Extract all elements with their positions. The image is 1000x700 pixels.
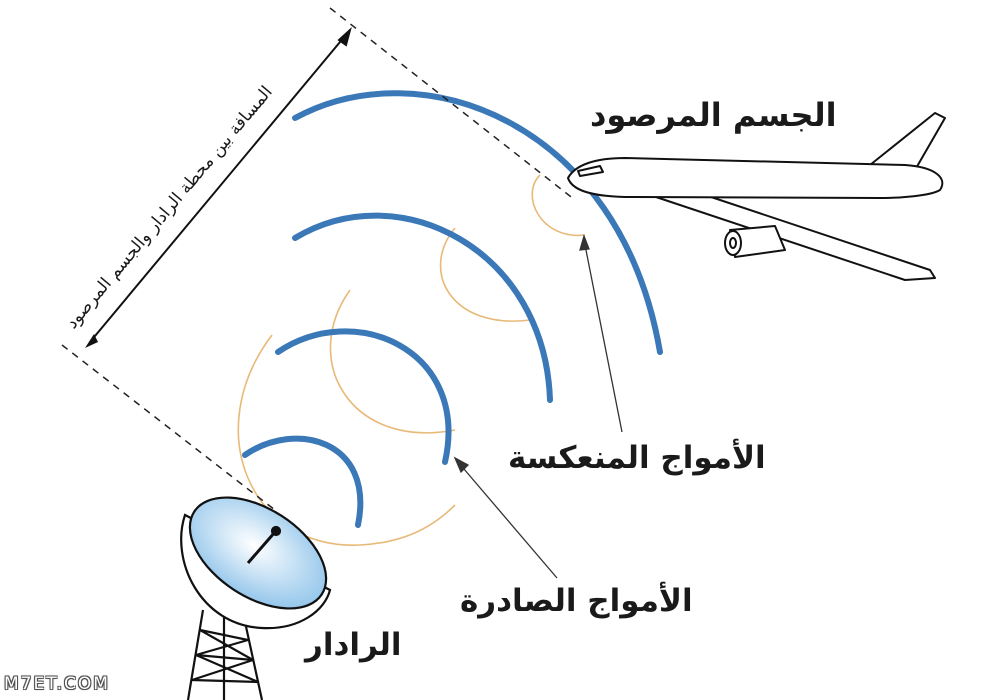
target-object-label: الجسم المرصود xyxy=(590,96,837,134)
airplane-wing xyxy=(649,189,936,281)
emitted-wave-4 xyxy=(242,435,364,528)
guide-left-dashed xyxy=(61,344,276,511)
distance-arrow xyxy=(85,26,352,348)
airplane-tail xyxy=(869,112,946,171)
radar-feed xyxy=(246,531,277,564)
emitted-waves xyxy=(242,90,663,528)
pointers xyxy=(453,233,623,579)
airplane-cockpit xyxy=(577,165,604,177)
distance-guides xyxy=(61,7,576,511)
reflected-wave-2 xyxy=(439,227,531,322)
guide-top-dashed xyxy=(329,7,576,201)
airplane-fuselage xyxy=(567,157,944,199)
reflected-waves-label: الأمواج المنعكسة xyxy=(508,440,766,476)
reflected-pointer xyxy=(583,239,623,433)
radar-label: الرادار xyxy=(305,627,402,663)
arrowhead-bottom xyxy=(85,334,98,348)
reflected-wave-4 xyxy=(237,334,456,546)
radar-tower xyxy=(186,609,264,700)
emitted-wave-1 xyxy=(292,90,663,355)
airplane-icon xyxy=(567,112,946,281)
arrowhead-top xyxy=(337,26,352,47)
watermark: M7ET.COM xyxy=(4,674,110,694)
emitted-waves-label: الأمواج الصادرة xyxy=(460,583,693,619)
radar-icon xyxy=(180,496,332,700)
emitted-wave-2 xyxy=(292,212,553,403)
reflected-wave-1 xyxy=(531,174,586,237)
reflected-wave-3 xyxy=(329,289,456,434)
reflected-waves xyxy=(237,174,586,546)
emitted-wave-3 xyxy=(275,328,452,465)
emitted-pointer xyxy=(457,461,558,579)
